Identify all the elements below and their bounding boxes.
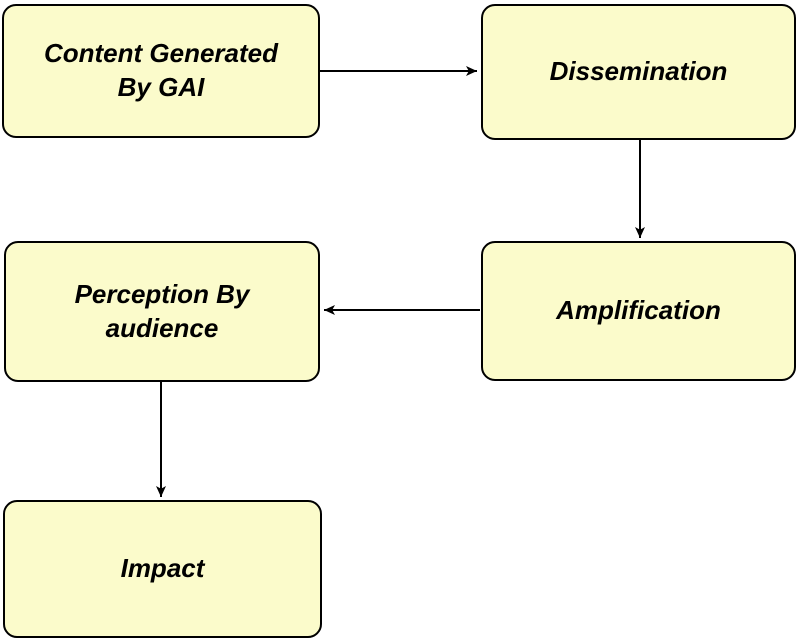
- node-content-generated-by-gai: Content Generated By GAI: [2, 4, 320, 138]
- node-label: Perception By audience: [74, 278, 250, 343]
- node-label: Amplification: [556, 295, 721, 326]
- node-dissemination: Dissemination: [481, 4, 796, 140]
- node-amplification: Amplification: [481, 241, 796, 381]
- node-label: Dissemination: [549, 56, 728, 87]
- node-perception-by-audience: Perception By audience: [4, 241, 320, 382]
- node-impact: Impact: [3, 500, 322, 638]
- node-label: Impact: [120, 553, 205, 584]
- node-label: Content Generated By GAI: [43, 38, 279, 102]
